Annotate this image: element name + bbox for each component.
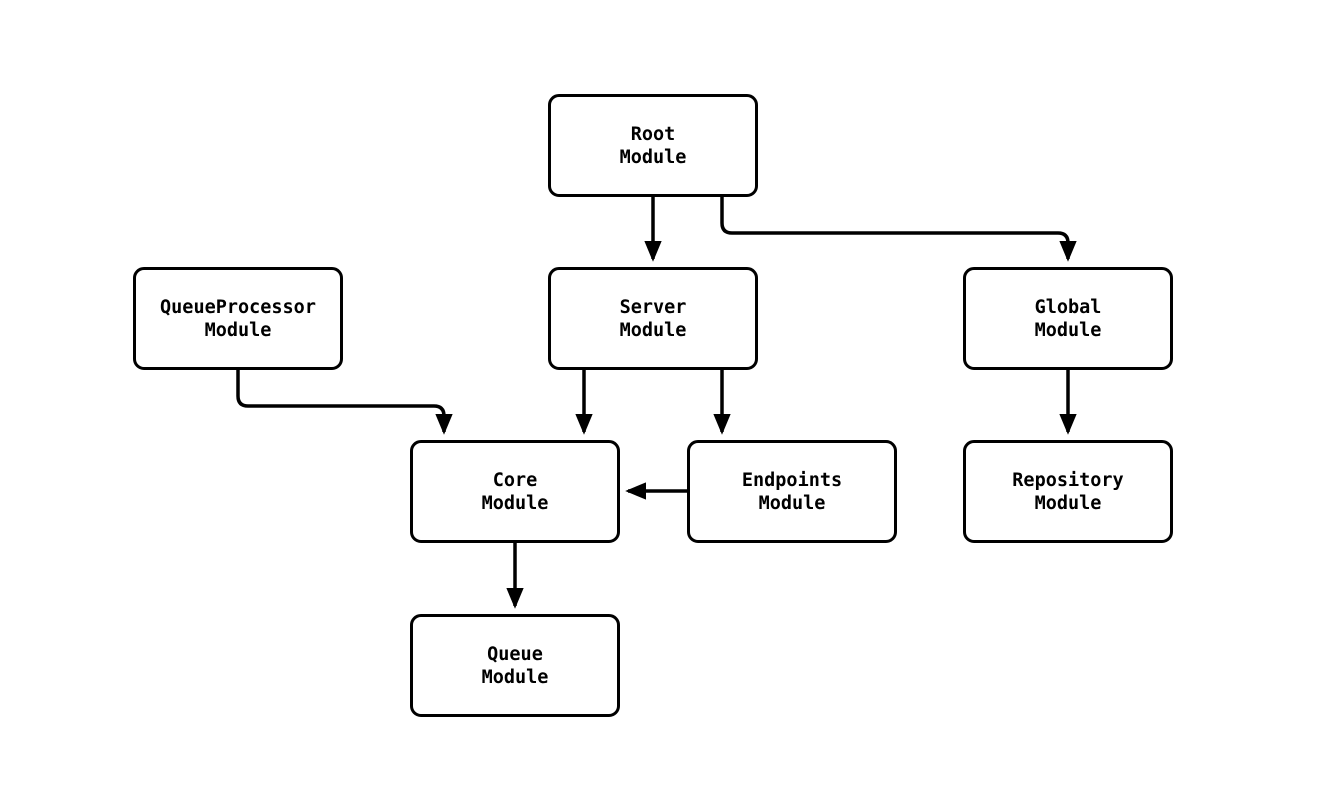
edge-queueprocessor-to-core (236, 370, 453, 435)
node-root-module-label-line2: Module (619, 146, 687, 168)
node-core-module-label-line1: Core (492, 469, 538, 491)
node-queue-module-label-line1: Queue (487, 643, 543, 665)
node-server-module-label-line1: Server (619, 296, 687, 318)
node-endpoints-module-label-line1: Endpoints (741, 469, 843, 491)
node-repository-module[interactable]: Repository Module (963, 440, 1173, 543)
node-core-module-label-line2: Module (481, 492, 549, 514)
node-root-module-label-line1: Root (630, 123, 676, 145)
node-repository-module-label-line1: Repository (1012, 469, 1124, 491)
edge-root-to-global (720, 197, 1077, 262)
node-global-module-label-line2: Module (1034, 319, 1102, 341)
node-repository-module-label-line2: Module (1034, 492, 1102, 514)
node-endpoints-module[interactable]: Endpoints Module (687, 440, 897, 543)
node-global-module[interactable]: Global Module (963, 267, 1173, 370)
node-queue-module-label-line2: Module (481, 666, 549, 688)
node-queue-module[interactable]: Queue Module (410, 614, 620, 717)
node-global-module-label-line1: Global (1034, 296, 1102, 318)
node-server-module[interactable]: Server Module (548, 267, 758, 370)
node-queueprocessor-module[interactable]: QueueProcessor Module (133, 267, 343, 370)
node-queueprocessor-module-label-line1: QueueProcessor (160, 296, 316, 318)
node-endpoints-module-label-line2: Module (758, 492, 826, 514)
node-root-module[interactable]: Root Module (548, 94, 758, 197)
node-queueprocessor-module-label-line2: Module (204, 319, 272, 341)
node-server-module-label-line2: Module (619, 319, 687, 341)
node-core-module[interactable]: Core Module (410, 440, 620, 543)
